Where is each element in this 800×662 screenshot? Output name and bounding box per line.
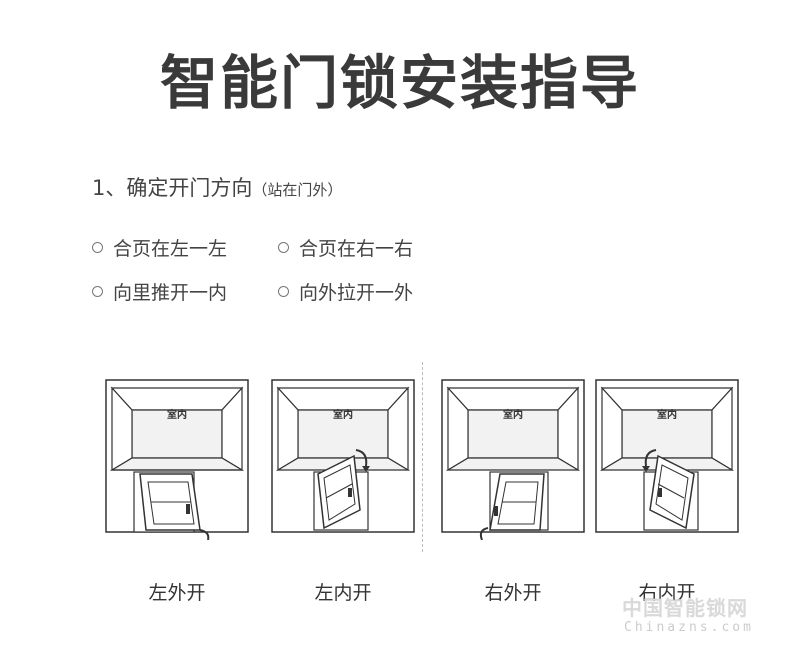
room-diagram-left-out: 室内 bbox=[92, 370, 262, 541]
caption-left-out: 左外开 bbox=[148, 582, 206, 604]
room-inside-label: 室内 bbox=[503, 408, 523, 421]
caption-right-in: 右内开 bbox=[638, 582, 696, 604]
circle-bullet-icon bbox=[278, 242, 289, 253]
room-right-out-illustration: 室内 bbox=[441, 379, 585, 541]
option-hinge-left: 合页在左一左 bbox=[92, 234, 227, 261]
room-diagram-right-in: 室内 bbox=[582, 370, 752, 540]
room-left-in-illustration: 室内 bbox=[271, 379, 415, 533]
step-heading: 1、确定开门方向（站在门外） bbox=[92, 172, 342, 202]
caption-right-out: 右外开 bbox=[484, 582, 542, 604]
option-text: 向外拉开一外 bbox=[299, 282, 414, 304]
room-right-in-illustration: 室内 bbox=[595, 379, 739, 533]
step-label: 1、确定开门方向 bbox=[92, 176, 253, 200]
option-text: 向里推开一内 bbox=[113, 282, 228, 304]
step-note: （站在门外） bbox=[252, 181, 343, 199]
circle-bullet-icon bbox=[278, 286, 289, 297]
caption-left-in: 左内开 bbox=[314, 582, 372, 604]
option-text: 合页在左一左 bbox=[113, 238, 228, 260]
room-inside-label: 室内 bbox=[333, 408, 353, 421]
circle-bullet-icon bbox=[92, 286, 103, 297]
room-diagram-right-out: 室内 bbox=[428, 370, 598, 541]
watermark-cn: 中国智能锁网 bbox=[622, 596, 748, 620]
room-diagram-left-in: 室内 bbox=[258, 370, 428, 540]
room-left-out-illustration: 室内 bbox=[105, 379, 249, 541]
watermark-en: Chinazns.com bbox=[624, 620, 754, 635]
room-inside-label: 室内 bbox=[167, 408, 187, 421]
option-push-in: 向里推开一内 bbox=[92, 278, 227, 305]
dashed-divider bbox=[422, 362, 423, 552]
circle-bullet-icon bbox=[92, 242, 103, 253]
option-text: 合页在右一右 bbox=[299, 238, 414, 260]
room-inside-label: 室内 bbox=[657, 408, 677, 421]
option-hinge-right: 合页在右一右 bbox=[278, 234, 413, 261]
page-title: 智能门锁安装指导 bbox=[159, 49, 640, 117]
option-pull-out: 向外拉开一外 bbox=[278, 278, 413, 305]
